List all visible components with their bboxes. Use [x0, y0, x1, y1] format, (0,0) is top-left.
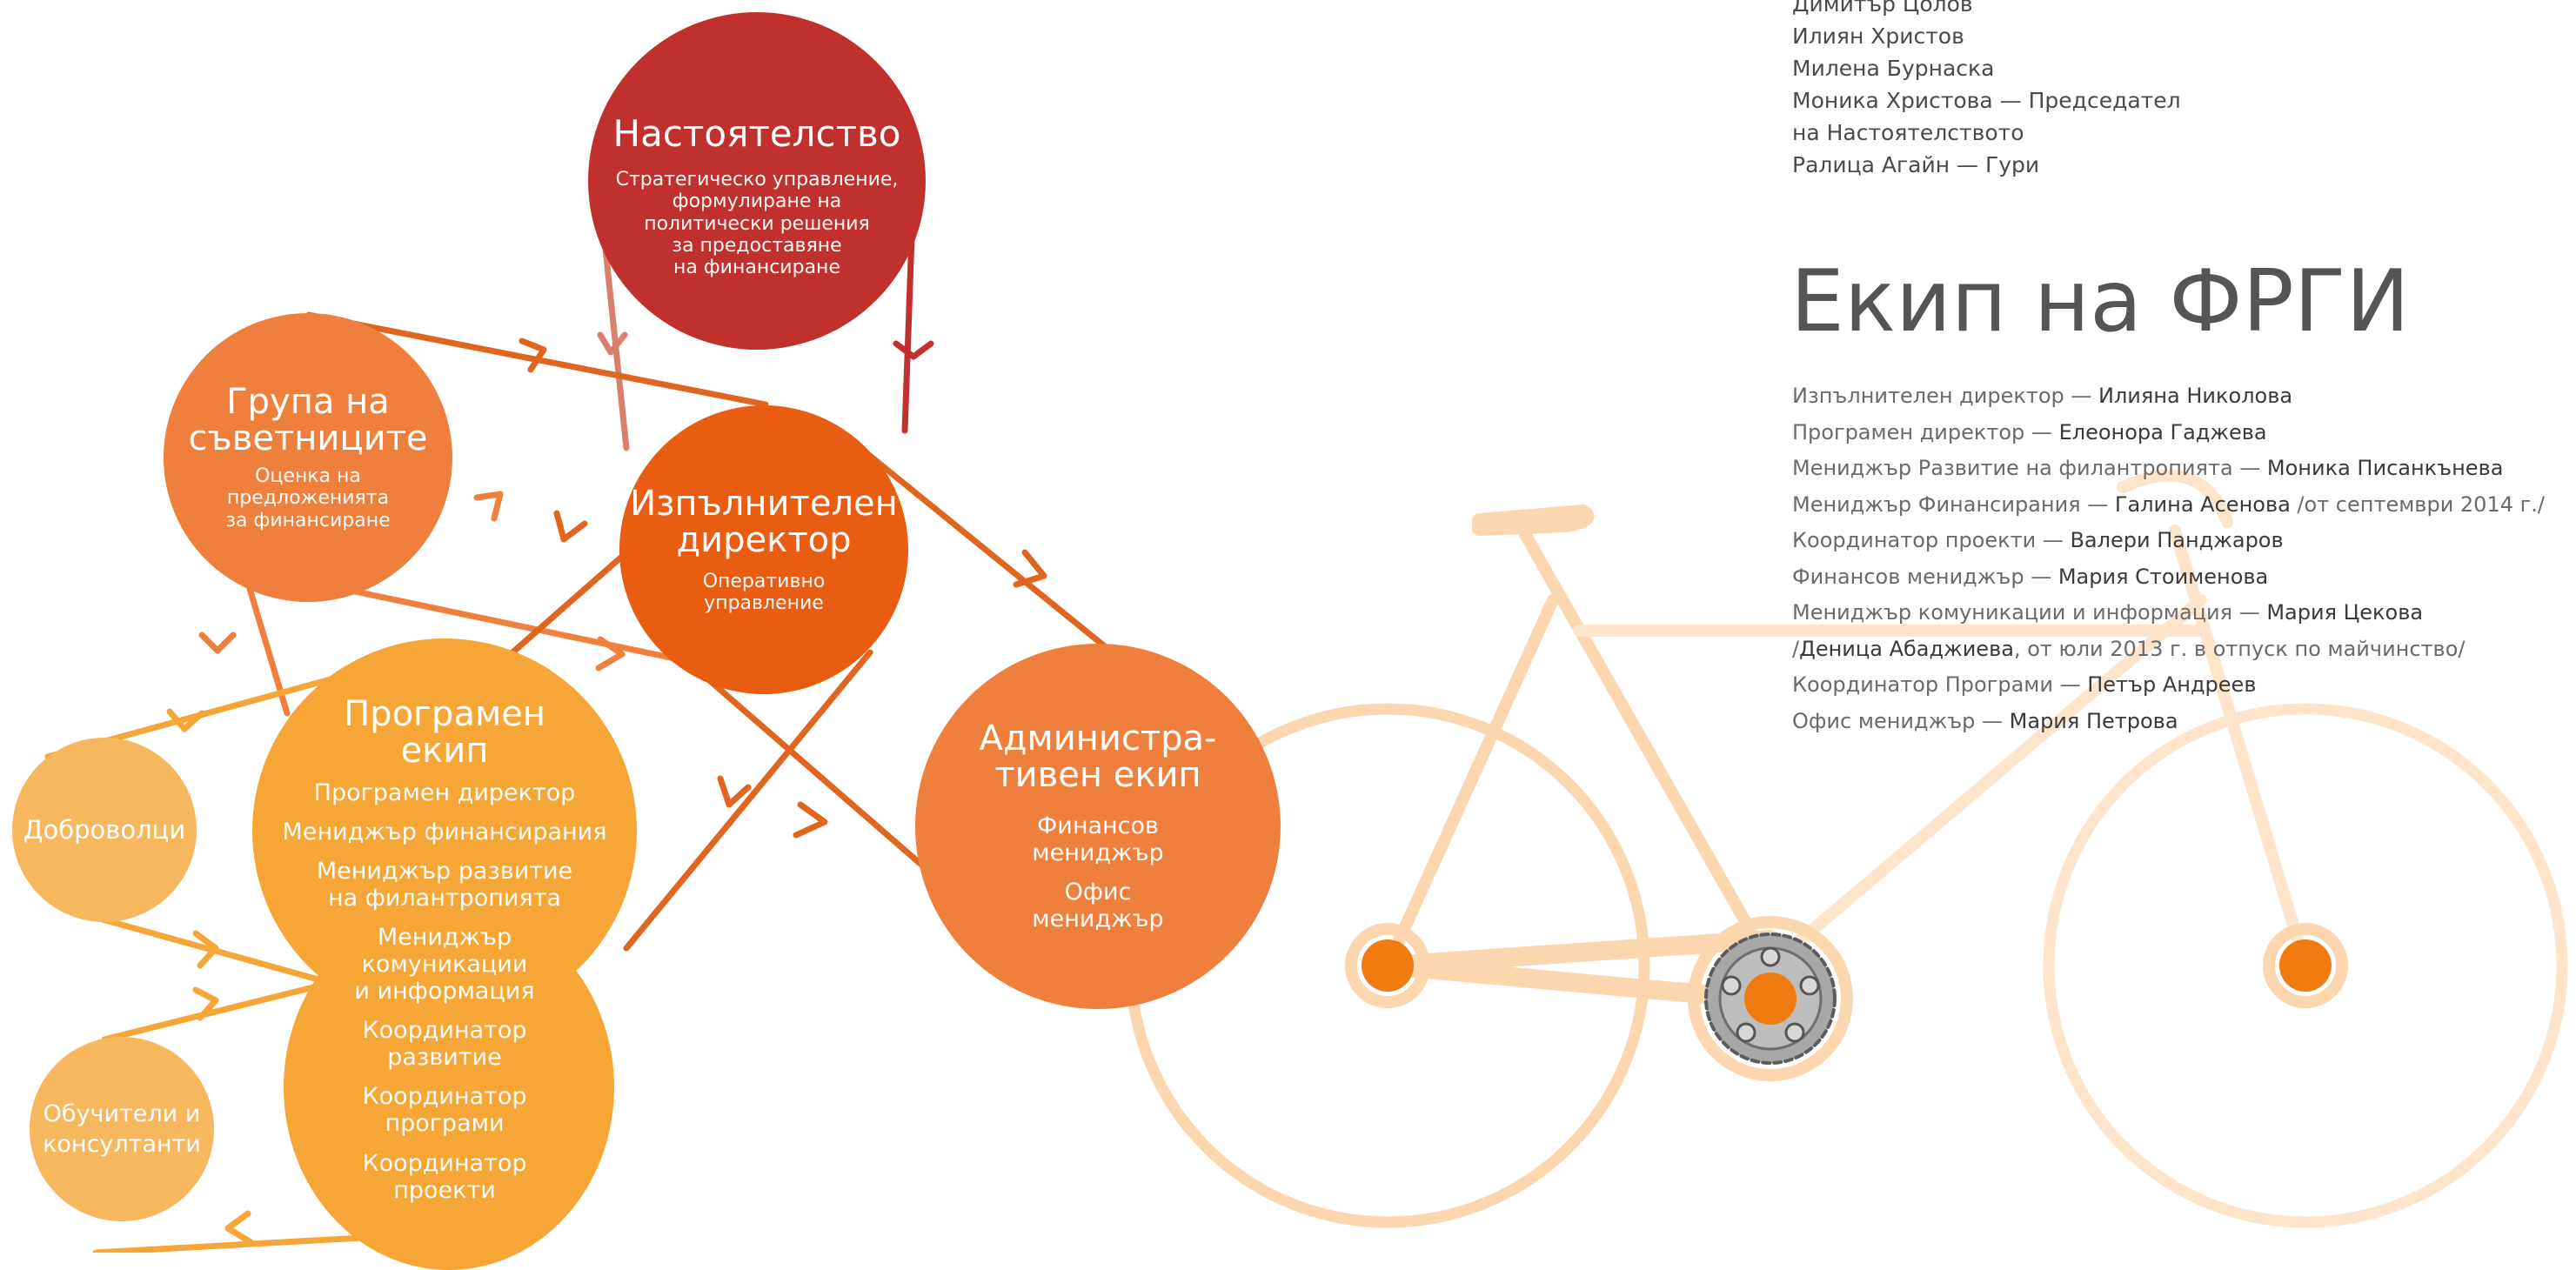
node-board-title: Настоятелство	[612, 112, 901, 155]
node-admin-line: мениджър	[1032, 906, 1164, 933]
node-program-line: програми	[385, 1110, 505, 1138]
board-member: Ралица Агайн — Гури	[1792, 152, 2040, 177]
node-board-line: формулиране на	[672, 190, 842, 213]
bicycle-seat-tube	[1512, 516, 1776, 972]
team-member-row: /Деница Абаджиева, от юли 2013 г. в отпу…	[1792, 636, 2466, 661]
node-director-title: Изпълнителен директор	[630, 483, 898, 560]
team-member-row: Мениджър комуникации и информация — Мари…	[1792, 600, 2424, 625]
board-member: Моника Христова — Председател	[1792, 88, 2181, 113]
board-member: Димитър Цолов	[1792, 0, 1973, 17]
node-board-line: Стратегическо управление,	[615, 169, 899, 191]
bicycle-chainring-ring	[1688, 916, 1853, 1081]
node-program-line: комуникации	[361, 951, 528, 979]
node-program-line: Програмен директор	[313, 779, 576, 806]
node-admin-line: Офис	[1064, 879, 1132, 906]
node-program-line: развитие	[387, 1044, 502, 1072]
node-program-line: на филантропията	[328, 885, 561, 912]
connector-trainers-top	[101, 979, 334, 1043]
team-member-row: Мениджър Финансирания — Галина Асенова /…	[1792, 491, 2545, 517]
node-advisors-line: Оценка на	[255, 465, 361, 488]
board-members-list: Димитър Цолов Илиян Христов Милена Бурна…	[1792, 0, 2181, 181]
node-program-line: проекти	[393, 1176, 496, 1204]
team-member-row: Финансов мениджър — Мария Стоименова	[1792, 564, 2269, 589]
bicycle-rear-hub	[1362, 939, 1414, 992]
node-program-line: Мениджър	[377, 924, 512, 952]
node-program-line: Координатор	[362, 1149, 527, 1177]
arrow-markers	[166, 331, 1047, 1246]
node-board: Настоятелство Стратегическо управление, …	[588, 12, 926, 350]
team-member-row: Изпълнителен директор — Илияна Николова	[1792, 384, 2293, 408]
node-program-line: Координатор	[362, 1017, 527, 1045]
bicycle-rear-hub-ring	[1345, 923, 1430, 1008]
node-program-line: и информация	[354, 978, 535, 1006]
bicycle-crank-hub	[1744, 973, 1797, 1025]
bicycle-saddle	[1472, 505, 1595, 536]
node-program-title: Програмен екип	[344, 694, 545, 771]
node-director-line: управление	[704, 592, 824, 614]
bicycle-front-hub-ring	[2263, 923, 2348, 1008]
node-admin-line: мениджър	[1032, 839, 1164, 866]
bicycle-handlebar	[2117, 469, 2233, 528]
node-advisors-title: Група на съветниците	[188, 382, 428, 459]
node-admin: Администра-тивен екип Финансов мениджър …	[915, 644, 1281, 1009]
node-volunteers-title: Доброволци	[23, 814, 186, 845]
node-director: Изпълнителен директор Оперативно управле…	[619, 405, 908, 694]
team-list: Изпълнителен директор — Илияна Николова …	[1792, 378, 2545, 739]
node-advisors: Група на съветниците Оценка на предложен…	[164, 313, 452, 602]
node-trainers: Обучители и консултанти	[30, 1037, 214, 1221]
team-member-row: Офис мениджър — Мария Петрова	[1792, 708, 2178, 733]
bicycle-front-hub	[2279, 939, 2332, 992]
team-member-row: Програмен директор — Елеонора Гаджева	[1792, 419, 2267, 444]
node-board-line: на финансиране	[673, 257, 840, 279]
bicycle-fork	[2169, 525, 2312, 972]
node-program-line: Мениджър финансирания	[282, 819, 607, 846]
team-member-row: Мениджър Развитие на филантропията — Мон…	[1792, 456, 2504, 480]
node-advisors-line: за финансиране	[225, 509, 391, 531]
board-member: на Настоятелството	[1792, 120, 2024, 145]
connector-program-to-director	[623, 649, 873, 952]
node-advisors-line: предложенията	[226, 487, 390, 510]
board-member: Милена Бурнаска	[1792, 56, 1995, 81]
node-trainers-title: Обучители и консултанти	[43, 1100, 201, 1158]
node-volunteers: Доброволци	[12, 738, 197, 922]
node-program: Програмен екип Програмен директор Менидж…	[252, 638, 637, 1204]
node-director-line: Оперативно	[702, 570, 826, 592]
node-board-line: за предоставяне	[672, 234, 842, 257]
bicycle-down-tube	[1764, 594, 2207, 972]
node-admin-title: Администра-тивен екип	[979, 718, 1217, 795]
board-member: Илиян Христов	[1792, 23, 1964, 49]
node-program-line: Координатор	[362, 1083, 527, 1111]
node-admin-line: Финансов	[1037, 812, 1159, 839]
team-member-row: Координатор проекти — Валери Панджаров	[1792, 528, 2284, 552]
team-title: Екип на ФРГИ	[1790, 252, 2410, 351]
node-board-line: политически решения	[644, 212, 870, 235]
bicycle-illustration	[1125, 469, 2568, 1228]
bicycle-front-wheel	[2043, 703, 2568, 1228]
bicycle-seat-stay	[1382, 594, 1559, 972]
node-program-line: Мениджър развитие	[316, 858, 573, 886]
team-member-row: Координатор Програми — Петър Андреев	[1792, 672, 2257, 697]
